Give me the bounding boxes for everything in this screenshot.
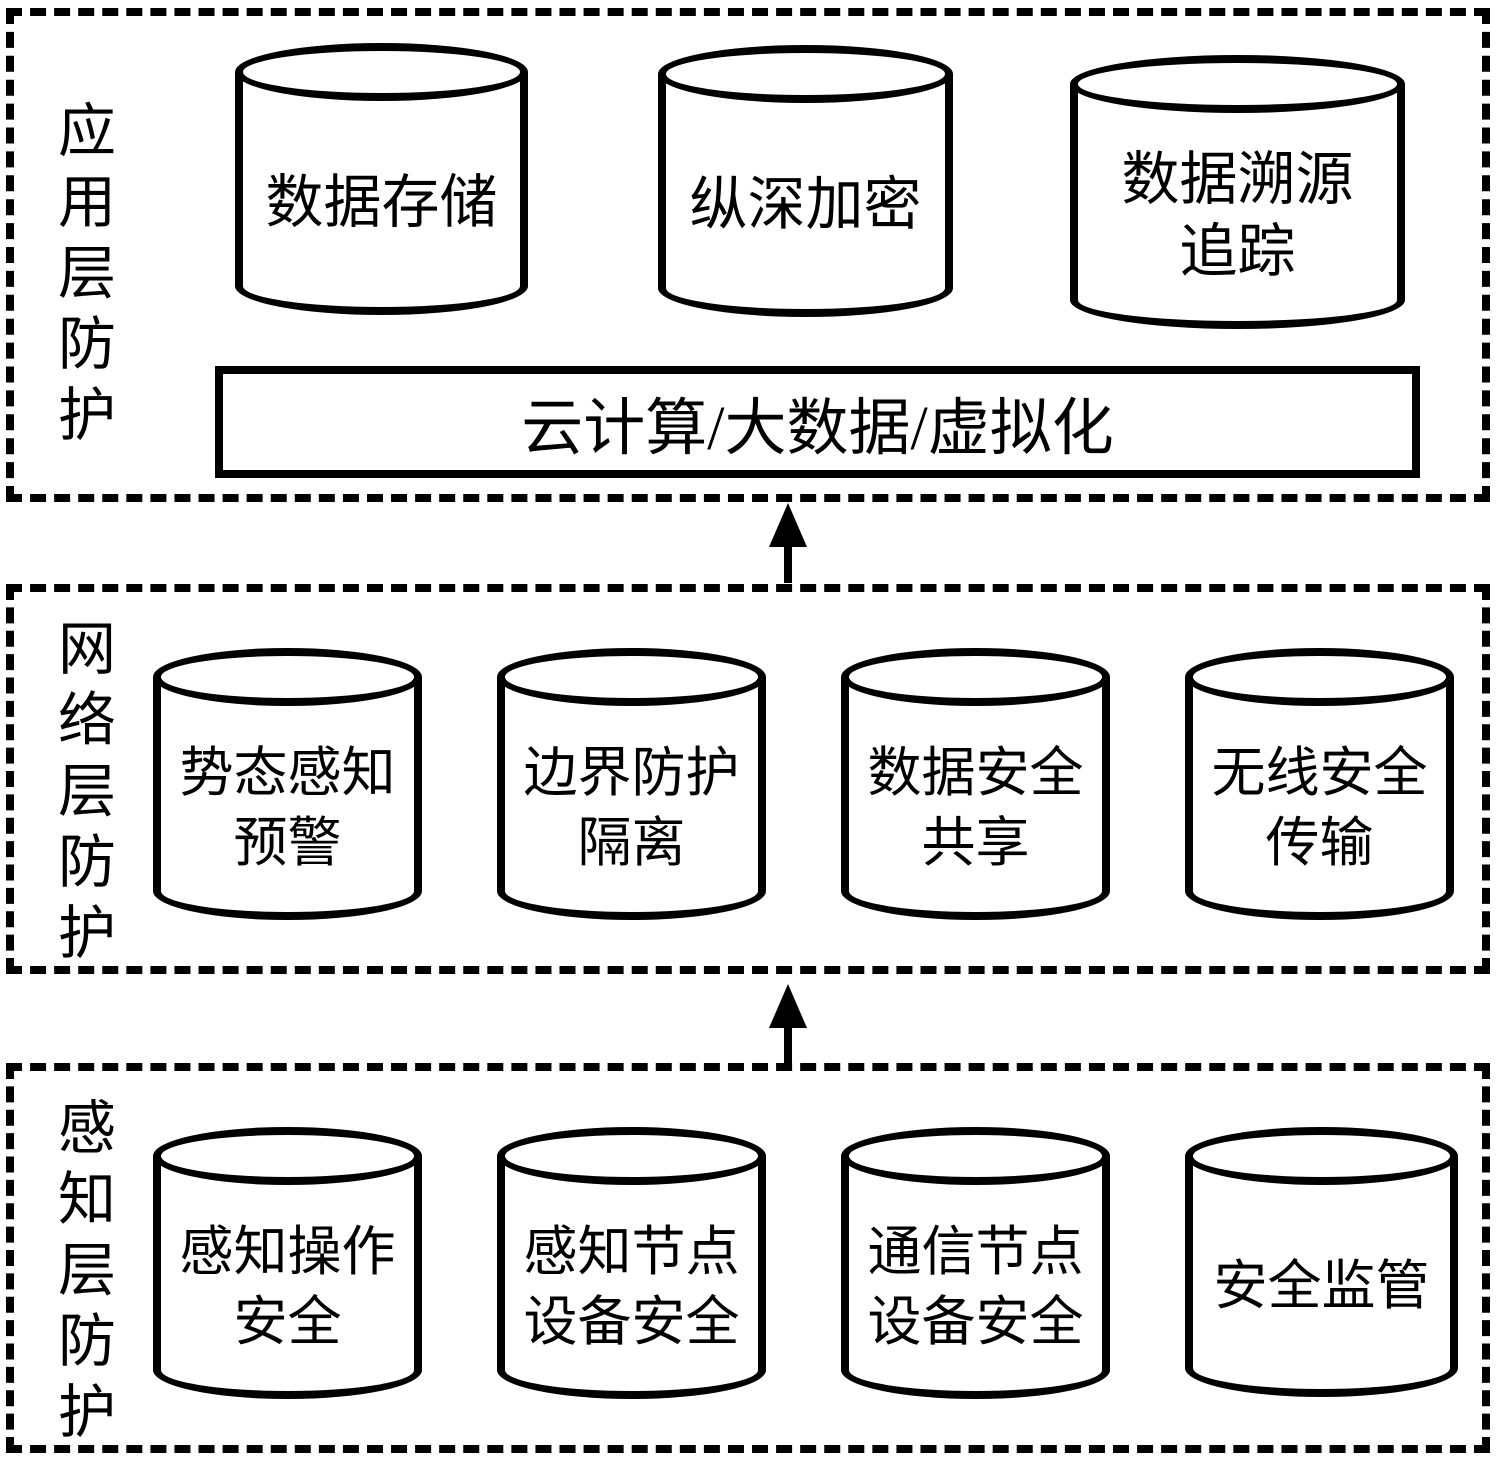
cylinder-body (1070, 84, 1405, 300)
cylinder-top-ellipse (235, 43, 528, 101)
cylinder-top-ellipse (153, 648, 422, 706)
arrow-stem (784, 1028, 792, 1064)
cylinder-wireless-secure-transmission: 无线安全 传输 (1185, 648, 1454, 920)
cylinder-body (841, 677, 1110, 891)
cylinder-top-ellipse (153, 1127, 422, 1185)
cylinder-label: 感知操作 安全 (179, 1222, 396, 1352)
cylinder-top-ellipse (841, 648, 1110, 706)
network-layer-box: 网络层防护 势态感知 预警 边界防护 隔离 数据安全 共享 无线安全 传输 (6, 584, 1490, 974)
cylinder-perception-operation-security: 感知操作 安全 (153, 1127, 422, 1399)
cylinder-security-supervision: 安全监管 (1185, 1127, 1458, 1397)
arrow-stem (784, 547, 792, 583)
perception-layer-box: 感知层防护 感知操作 安全 感知节点 设备安全 通信节点 设备安全 安全监管 (6, 1063, 1490, 1453)
cylinder-top-ellipse (658, 45, 953, 103)
cylinder-body (658, 74, 953, 288)
cylinder-label: 数据安全 共享 (867, 743, 1084, 873)
cylinder-label: 安全监管 (1213, 1256, 1430, 1316)
cylinder-body (497, 1156, 766, 1370)
cylinder-label: 边界防护 隔离 (523, 743, 740, 873)
up-arrow-perception-to-network (769, 984, 807, 1064)
cylinder-label: 无线安全 传输 (1211, 743, 1428, 873)
up-arrow-network-to-application (769, 503, 807, 583)
cylinder-label: 通信节点 设备安全 (867, 1222, 1084, 1352)
application-layer-label: 应用层防护 (49, 100, 114, 455)
cylinder-situation-awareness-warning: 势态感知 预警 (153, 648, 422, 920)
cylinder-communication-node-device-security: 通信节点 设备安全 (841, 1127, 1110, 1399)
application-layer-box: 应用层防护 数据存储 纵深加密 数据溯源 追踪 云计算/大数据/虚拟化 (6, 8, 1490, 502)
cylinder-data-provenance-tracking: 数据溯源 追踪 (1070, 55, 1405, 329)
cylinder-body (1185, 677, 1454, 891)
cylinder-top-ellipse (497, 1127, 766, 1185)
cylinder-label: 感知节点 设备安全 (523, 1222, 740, 1352)
perception-layer-label: 感知层防护 (49, 1097, 114, 1452)
cylinder-body (1185, 1156, 1458, 1368)
cylinder-top-ellipse (1185, 648, 1454, 706)
cylinder-top-ellipse (1185, 1127, 1458, 1185)
cylinder-body (235, 72, 528, 286)
cylinder-top-ellipse (1070, 55, 1405, 113)
arrow-head-icon (769, 984, 807, 1028)
cylinder-boundary-protection-isolation: 边界防护 隔离 (497, 648, 766, 920)
cylinder-body (841, 1156, 1110, 1370)
cylinder-body (153, 677, 422, 891)
cylinder-top-ellipse (497, 648, 766, 706)
cylinder-body (497, 677, 766, 891)
cloud-bigdata-virtualization-bar: 云计算/大数据/虚拟化 (215, 366, 1420, 478)
network-layer-label: 网络层防护 (49, 618, 114, 973)
platform-bar-label: 云计算/大数据/虚拟化 (521, 395, 1114, 463)
cylinder-label: 数据溯源 追踪 (1121, 147, 1354, 284)
cylinder-perception-node-device-security: 感知节点 设备安全 (497, 1127, 766, 1399)
cylinder-label: 数据存储 (265, 170, 498, 235)
cylinder-label: 纵深加密 (689, 172, 922, 237)
cylinder-body (153, 1156, 422, 1370)
cylinder-data-storage: 数据存储 (235, 43, 528, 315)
arrow-head-icon (769, 503, 807, 547)
cylinder-data-secure-sharing: 数据安全 共享 (841, 648, 1110, 920)
cylinder-top-ellipse (841, 1127, 1110, 1185)
cylinder-depth-encryption: 纵深加密 (658, 45, 953, 317)
cylinder-label: 势态感知 预警 (179, 743, 396, 873)
